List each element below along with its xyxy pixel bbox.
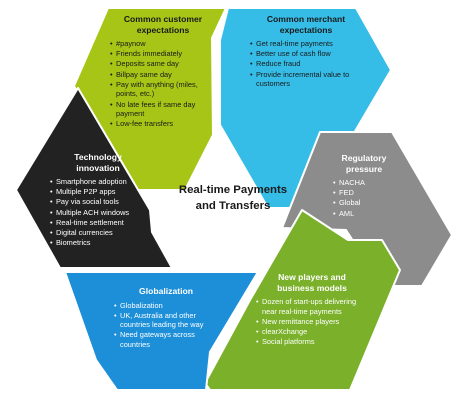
list-item: Pay via social tools xyxy=(50,197,146,207)
technology-title: Technology innovation xyxy=(74,152,122,173)
list-item: Real-time settlement xyxy=(50,218,146,228)
list-item: Social platforms xyxy=(256,337,368,347)
players-title: New players and business models xyxy=(277,272,347,293)
list-item: Friends immediately xyxy=(110,49,216,59)
list-item: clearXchange xyxy=(256,327,368,337)
regulatory-title: Regulatory pressure xyxy=(341,153,387,174)
list-item: #paynow xyxy=(110,39,216,49)
list-item: Get real-time payments xyxy=(250,39,362,49)
list-item: Biometrics xyxy=(50,238,146,248)
list-item: Multiple P2P apps xyxy=(50,187,146,197)
list-item: Deposits same day xyxy=(110,59,216,69)
list-item: AML xyxy=(333,209,395,219)
customer-list: #paynow Friends immediately Deposits sam… xyxy=(110,39,216,129)
list-item: Dozen of start-ups delivering near real-… xyxy=(256,297,368,316)
globalization-list: Globalization UK, Australia and other co… xyxy=(114,301,218,350)
list-item: No late fees if same day payment xyxy=(110,100,216,119)
list-item: Digital currencies xyxy=(50,228,146,238)
segment-customer-expectations: Common customer expectations #paynow Fri… xyxy=(110,14,216,130)
segment-globalization: Globalization Globalization UK, Australi… xyxy=(114,286,218,350)
segment-technology-innovation: Technology innovation Smartphone adoptio… xyxy=(50,152,146,248)
regulatory-list: NACHA FED Global AML xyxy=(333,178,395,218)
customer-title: Common customer expectations xyxy=(123,14,203,35)
list-item: Provide incremental value to customers xyxy=(250,70,362,89)
list-item: Pay with anything (miles, points, etc.) xyxy=(110,80,216,99)
list-item: Better use of cash flow xyxy=(250,49,362,59)
technology-list: Smartphone adoption Multiple P2P apps Pa… xyxy=(50,177,146,248)
players-list: Dozen of start-ups delivering near real-… xyxy=(256,297,368,347)
list-item: Low-fee transfers xyxy=(110,119,216,129)
list-item: Multiple ACH windows xyxy=(50,208,146,218)
list-item: New remittance players xyxy=(256,317,368,327)
list-item: Need gateways across countries xyxy=(114,330,218,349)
list-item: Reduce fraud xyxy=(250,59,362,69)
merchant-list: Get real-time payments Better use of cas… xyxy=(250,39,362,89)
list-item: FED xyxy=(333,188,395,198)
segment-new-players: New players and business models Dozen of… xyxy=(256,272,368,347)
center-title-line-1: Real-time Payments xyxy=(178,184,288,196)
center-title: Real-time Payments and Transfers xyxy=(148,182,318,214)
list-item: Globalization xyxy=(114,301,218,311)
globalization-title: Globalization xyxy=(139,286,193,296)
center-title-line-2: and Transfers xyxy=(195,200,271,212)
merchant-title: Common merchant expectations xyxy=(266,14,346,35)
list-item: Billpay same day xyxy=(110,70,216,80)
list-item: Global xyxy=(333,198,395,208)
list-item: Smartphone adoption xyxy=(50,177,146,187)
list-item: NACHA xyxy=(333,178,395,188)
segment-merchant-expectations: Common merchant expectations Get real-ti… xyxy=(250,14,362,89)
list-item: UK, Australia and other countries leadin… xyxy=(114,311,218,330)
segment-regulatory-pressure: Regulatory pressure NACHA FED Global AML xyxy=(333,153,395,219)
